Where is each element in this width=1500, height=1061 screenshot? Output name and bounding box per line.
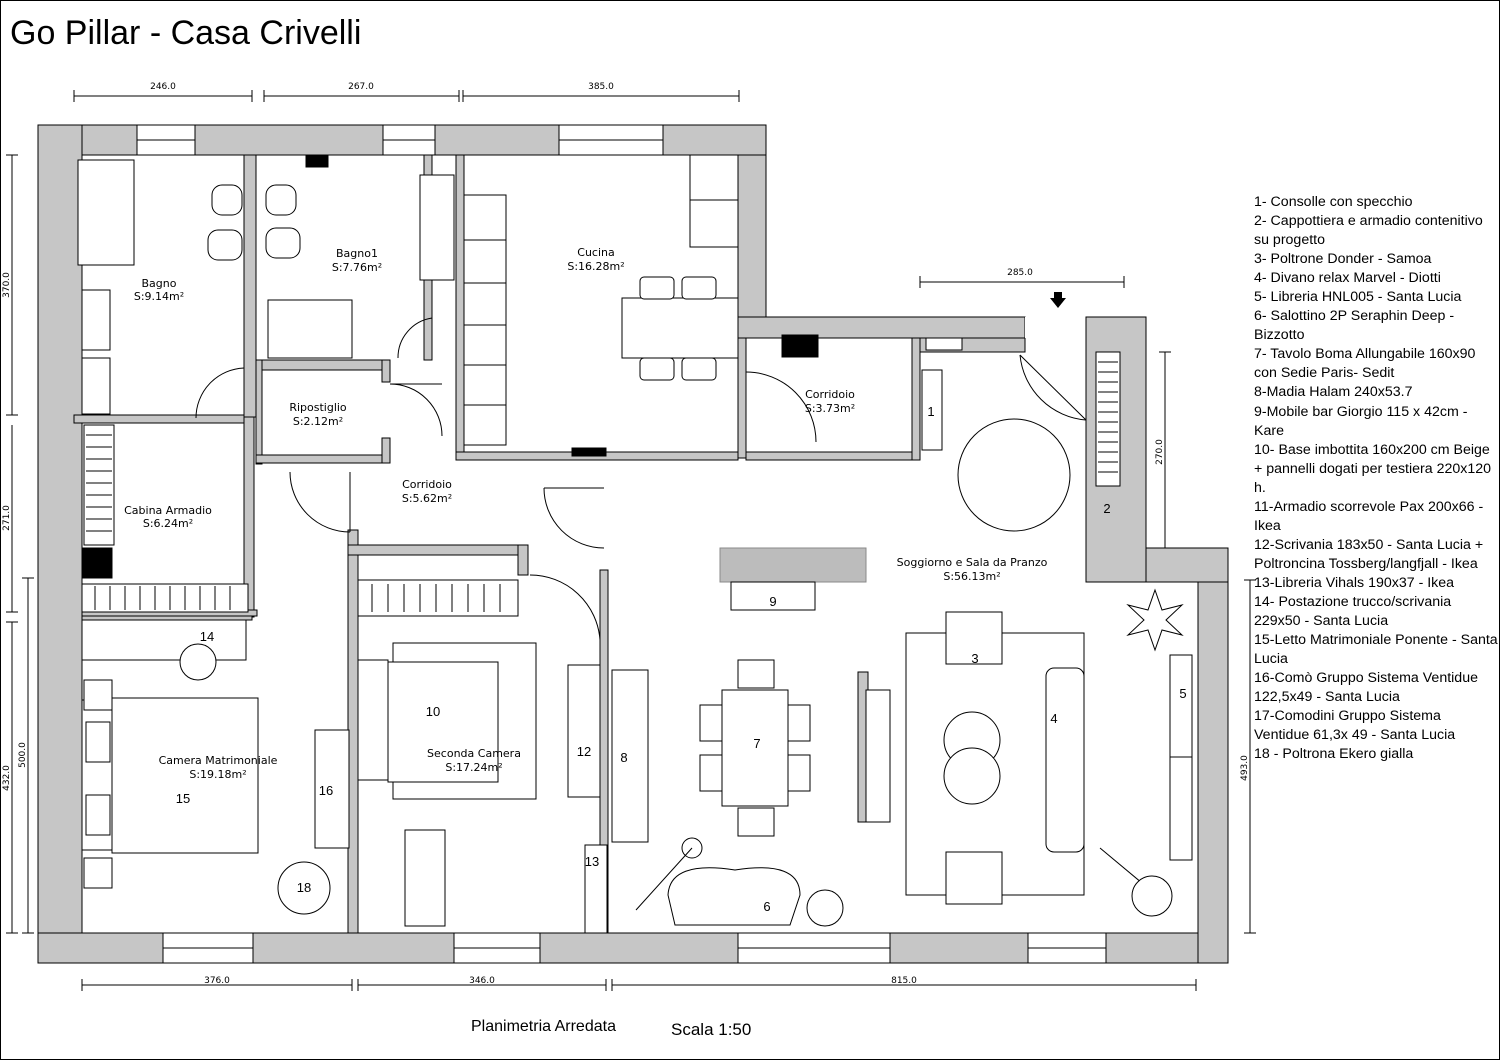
legend-item: 1- Consolle con specchio: [1254, 194, 1413, 210]
room-area: S:5.62m²: [402, 492, 452, 505]
svg-text:370.0: 370.0: [2, 272, 12, 298]
marker-4: 4: [1050, 711, 1057, 726]
room-area: S:17.24m²: [445, 761, 502, 774]
svg-text:285.0: 285.0: [1007, 268, 1033, 278]
legend-item: 15-Letto Matrimoniale Ponente - Santa Lu…: [1254, 632, 1498, 668]
marker-5: 5: [1179, 686, 1186, 701]
legend-item: 16-Comò Gruppo Sistema Ventidue 122,5x49…: [1254, 670, 1478, 706]
plant-icon: [1126, 588, 1184, 652]
marker-16: 16: [319, 783, 333, 798]
shower-tray: [77, 159, 135, 266]
room-name: Cabina Armadio: [124, 504, 212, 517]
room-labels: Bagno S:9.14m² Bagno1 S:7.76m² Cucina S:…: [124, 246, 1047, 781]
room-area: S:7.76m²: [332, 261, 382, 274]
svg-text:500.0: 500.0: [18, 742, 28, 768]
svg-text:815.0: 815.0: [891, 976, 917, 986]
marker-3: 3: [971, 651, 978, 666]
marker-15: 15: [176, 791, 190, 806]
legend-item: 13-Libreria Vihals 190x37 - Ikea: [1254, 574, 1455, 591]
room-area: S:9.14m²: [134, 290, 184, 303]
room-name: Soggiorno e Sala da Pranzo: [897, 556, 1048, 569]
marker-8: 8: [620, 750, 627, 765]
dimension-lines: [6, 90, 1256, 991]
marker-18: 18: [297, 880, 311, 895]
room-name: Bagno1: [336, 247, 378, 260]
room-area: S:2.12m²: [293, 415, 343, 428]
room-name: Seconda Camera: [427, 747, 521, 760]
svg-text:376.0: 376.0: [204, 976, 230, 986]
legend-item: 6- Salottino 2P Seraphin Deep - Bizzotto: [1254, 308, 1455, 344]
room-area: S:6.24m²: [143, 517, 193, 530]
room-name: Camera Matrimoniale: [159, 754, 278, 767]
marker-7: 7: [753, 736, 760, 751]
legend-item: 18 - Poltrona Ekero gialla: [1254, 746, 1414, 763]
svg-text:493.0: 493.0: [1240, 755, 1250, 781]
furniture-markers: 1 2 3 4 5 6 7 8 9 10 12 13 14 15 16 18: [176, 404, 1187, 914]
svg-text:270.0: 270.0: [1155, 439, 1165, 465]
marker-10: 10: [426, 704, 440, 719]
legend-item: 9-Mobile bar Giorgio 115 x 42cm - Kare: [1254, 403, 1468, 439]
svg-text:246.0: 246.0: [150, 82, 176, 92]
marker-14: 14: [200, 629, 214, 644]
furniture: [77, 154, 1193, 934]
door-swings: [195, 317, 1087, 641]
svg-text:271.0: 271.0: [2, 505, 12, 531]
plan-caption: Planimetria Arredata: [471, 1018, 616, 1035]
svg-text:432.0: 432.0: [2, 765, 12, 791]
legend-item: 5- Libreria HNL005 - Santa Lucia: [1254, 289, 1462, 306]
marker-2: 2: [1103, 501, 1110, 516]
room-area: S:19.18m²: [189, 768, 246, 781]
legend-item: 8-Madia Halam 240x53.7: [1254, 384, 1413, 401]
marker-9: 9: [769, 594, 776, 609]
furniture-legend: 1- Consolle con specchio 2- Cappottiera …: [1254, 193, 1498, 764]
room-area: S:56.13m²: [943, 570, 1000, 583]
room-area: S:3.73m²: [805, 402, 855, 415]
marker-12: 12: [577, 744, 591, 759]
marker-1: 1: [927, 404, 934, 419]
legend-item: 4- Divano relax Marvel - Diotti: [1254, 270, 1441, 287]
legend-item: 14- Postazione trucco/scrivania 229x50 -…: [1254, 593, 1452, 630]
room-name: Bagno: [142, 277, 177, 290]
legend-item: 7- Tavolo Boma Allungabile 160x90 con Se…: [1254, 346, 1476, 382]
room-name: Ripostiglio: [289, 401, 347, 414]
dimension-labels: 246.0 267.0 385.0 285.0 376.0 346.0 815.…: [2, 82, 1250, 986]
entry-arrow-icon: [1050, 292, 1066, 308]
svg-text:267.0: 267.0: [348, 82, 374, 92]
room-name: Corridoio: [805, 388, 855, 401]
room-area: S:16.28m²: [567, 260, 624, 273]
legend-item: 12-Scrivania 183x50 - Santa Lucia + Polt…: [1254, 536, 1484, 572]
legend-item: 3- Poltrone Donder - Samoa: [1254, 251, 1432, 268]
room-name: Cucina: [577, 246, 614, 259]
room-name: Corridoio: [402, 478, 452, 491]
svg-text:346.0: 346.0: [469, 976, 495, 986]
page-title: Go Pillar - Casa Crivelli: [10, 14, 362, 52]
legend-item: 11-Armadio scorrevole Pax 200x66 - Ikea: [1254, 498, 1484, 534]
svg-text:385.0: 385.0: [588, 82, 614, 92]
legend-item: 17-Comodini Gruppo Sistema Ventidue 61,3…: [1254, 708, 1456, 744]
marker-13: 13: [585, 854, 599, 869]
scale-caption: Scala 1:50: [671, 1020, 752, 1039]
legend-item: 10- Base imbottita 160x200 cm Beige + pa…: [1254, 441, 1492, 496]
legend-item: 2- Cappottiera e armadio contenitivo su …: [1254, 213, 1483, 249]
marker-6: 6: [763, 899, 770, 914]
